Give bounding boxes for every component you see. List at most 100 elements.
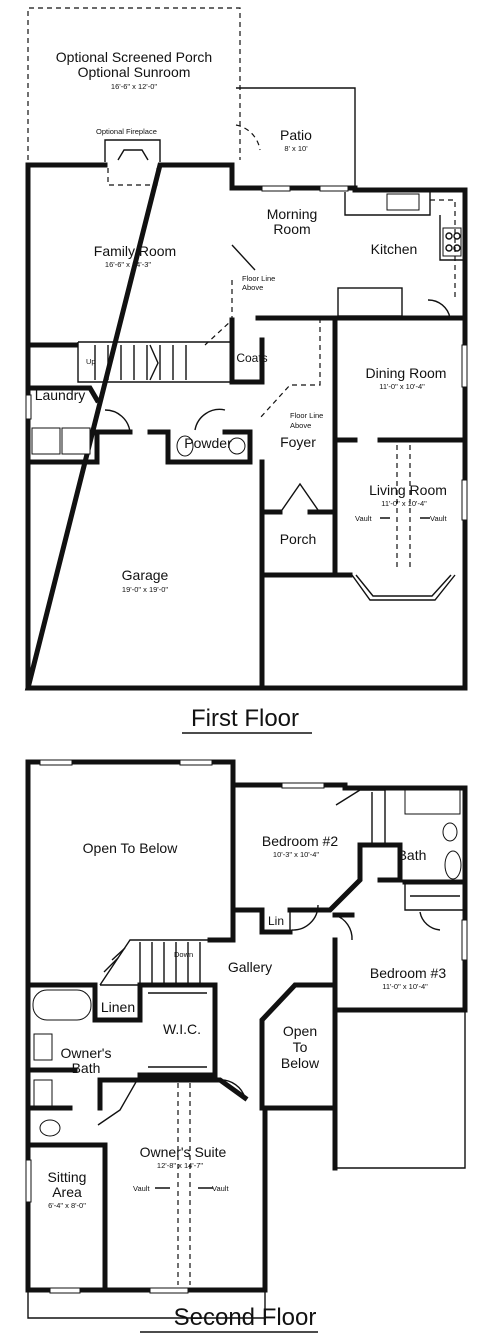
bedroom3-dims: 11'-0" x 10'-4" [382, 982, 428, 991]
window [25, 1159, 32, 1203]
window [281, 782, 325, 789]
fireplace-outline [104, 139, 161, 162]
kitchen-counter [344, 192, 431, 216]
front-door-swing [281, 482, 319, 511]
stair-outline-2 [99, 939, 210, 986]
roof-below-outline [335, 1009, 466, 1169]
dryer [61, 427, 91, 455]
wic-wall [137, 982, 218, 1078]
powder-label: Powder [184, 435, 232, 451]
linen-label: Linen [101, 999, 135, 1015]
window [149, 1287, 189, 1294]
owners-suite-label: Owner's Suite [140, 1144, 227, 1160]
floor-line-label-1: Floor Line [242, 274, 275, 283]
stair-up-label: Up [86, 357, 96, 366]
owners-suite-top-wall [102, 1077, 249, 1102]
screened-porch-label: Optional Screened Porch [56, 49, 212, 65]
dining-room-dims: 11'-0" x 10'-4" [379, 382, 425, 391]
wic-label: W.I.C. [163, 1021, 201, 1037]
floor-line-label-1b: Above [242, 283, 263, 292]
window [261, 185, 291, 192]
open-below-2-label-2: To [293, 1039, 308, 1055]
sitting-area-wall [25, 1142, 108, 1293]
bedroom3-label: Bedroom #3 [370, 965, 446, 981]
sitting-area-label-2: Area [52, 1184, 82, 1200]
burner [445, 232, 453, 240]
linen-closet-wall [92, 982, 143, 1023]
window [461, 919, 468, 961]
patio-door-swing [235, 124, 261, 151]
bay-window-inner [355, 574, 452, 597]
powder-door-swing [194, 408, 226, 431]
burner [453, 232, 461, 240]
vault-line [396, 445, 411, 570]
first-floor-plan: Optional Screened Porch Optional Sunroom… [24, 7, 468, 734]
owners-bath-label: Owner's [61, 1045, 112, 1061]
bedroom2-closet [335, 789, 386, 846]
owners-suite-wall [102, 1105, 338, 1293]
screened-porch-dims: 16'-6" x 12'-0" [111, 82, 157, 91]
window [39, 759, 73, 766]
bedroom3-closet-door [419, 911, 441, 931]
garage-interior-wall [94, 429, 253, 465]
bay-window [351, 574, 456, 601]
second-floor-plan: Open To Below Bedroom #2 10'-3" x 10'-4"… [25, 759, 468, 1333]
owners-tub [32, 989, 92, 1021]
wic-shelves [148, 992, 207, 1068]
floor-line-label-2: Floor Line [290, 411, 323, 420]
floor-line-above-1 [204, 280, 233, 346]
second-floor-title: Second Floor [174, 1304, 317, 1331]
bedroom2-door-swing [291, 904, 319, 931]
powder-toilet [176, 435, 194, 457]
living-room-label: Living Room [369, 482, 447, 498]
garage-door-swing [104, 409, 131, 433]
laundry-bottom-wall [25, 429, 100, 465]
lower-roof-outline [27, 1290, 266, 1319]
pantry-door-swing [427, 299, 451, 319]
floor-line-label-2b: Above [290, 421, 311, 430]
stair-outline [77, 341, 233, 383]
range [442, 227, 462, 257]
owners-vault-line [177, 1083, 191, 1285]
window [319, 185, 349, 192]
fireplace-hearth [107, 168, 158, 186]
coats-closet-wall [229, 337, 265, 385]
burner [453, 244, 461, 252]
garage-dims: 19'-0" x 19'-0" [122, 585, 168, 594]
morning-room-label-2: Room [273, 221, 310, 237]
window [461, 479, 468, 521]
window [25, 394, 32, 420]
owners-vault-right: Vault [212, 1184, 229, 1193]
owners-bath-label-2: Bath [72, 1060, 101, 1076]
foyer-label: Foyer [280, 434, 316, 450]
window [179, 759, 213, 766]
laundry-wall [25, 385, 101, 404]
bath-toilet [442, 822, 458, 842]
open-below-2-label: Open [283, 1023, 317, 1039]
floor-line-pointer [231, 244, 256, 271]
open-below-walls [25, 782, 236, 988]
floor-line-above-2 [259, 318, 321, 419]
owners-suite-dims: 12'-8" x 14'-7" [157, 1161, 203, 1170]
owners-toilet [39, 1119, 61, 1137]
family-room-label: Family Room [94, 243, 176, 259]
screened-porch-outline [27, 7, 241, 160]
open-to-below-label: Open To Below [83, 840, 179, 856]
open-below-2-label-3: Below [281, 1055, 320, 1071]
garage-label: Garage [122, 567, 169, 583]
kitchen-sink [386, 193, 420, 211]
stair-down-label: Down [174, 950, 193, 959]
bedroom2-label: Bedroom #2 [262, 833, 338, 849]
bath-sink [444, 850, 462, 880]
patio-outline [236, 87, 356, 188]
dining-room-label: Dining Room [366, 365, 447, 381]
bedroom3-door-swing [334, 914, 353, 941]
closet-bed3 [404, 882, 465, 911]
living-room-dims: 11'-0" x 10'-4" [381, 499, 427, 508]
stair-treads-2 [139, 942, 201, 985]
laundry-label: Laundry [35, 387, 86, 403]
sitting-area-label: Sitting [48, 1169, 87, 1185]
kitchen-island [337, 287, 403, 317]
lin-closet [261, 910, 291, 933]
